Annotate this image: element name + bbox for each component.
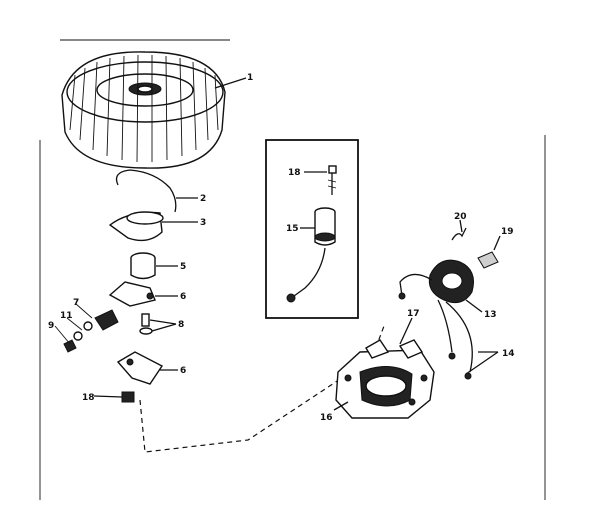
callout-15: 15 (286, 224, 299, 234)
callout-18-inset: 18 (288, 168, 301, 178)
page-border (39, 39, 546, 500)
breaker-arm-part (108, 281, 178, 307)
callout-5: 5 (180, 262, 186, 272)
condenser-bracket-part (116, 351, 178, 385)
bushing-part (130, 252, 178, 280)
stator-housing-part (333, 317, 435, 419)
callout-6-lower: 6 (180, 366, 186, 376)
callout-20: 20 (454, 212, 467, 222)
callout-6-upper: 6 (180, 292, 186, 302)
callout-9: 9 (48, 321, 54, 331)
flywheel-part (61, 51, 247, 169)
callout-17: 17 (407, 309, 420, 319)
callout-8: 8 (178, 320, 184, 330)
screw-part (139, 313, 177, 335)
callout-2: 2 (200, 194, 206, 204)
callout-18-lower: 18 (82, 393, 95, 403)
callout-14: 14 (502, 349, 515, 359)
callout-1: 1 (247, 73, 253, 83)
key-part (108, 211, 198, 242)
small-hardware-parts (54, 303, 119, 353)
spring-clip-part (115, 169, 198, 213)
inset-box (265, 139, 359, 319)
wire-clip-part (451, 219, 467, 241)
callout-3: 3 (200, 218, 206, 228)
callout-19: 19 (501, 227, 514, 237)
callout-7: 7 (73, 298, 79, 308)
coil-part (398, 259, 483, 313)
small-plate-part (477, 235, 501, 269)
terminal-part (93, 391, 135, 403)
callout-16: 16 (320, 413, 333, 423)
callout-11: 11 (60, 311, 73, 321)
lead-wires-part (437, 299, 499, 380)
callout-13: 13 (484, 310, 497, 320)
